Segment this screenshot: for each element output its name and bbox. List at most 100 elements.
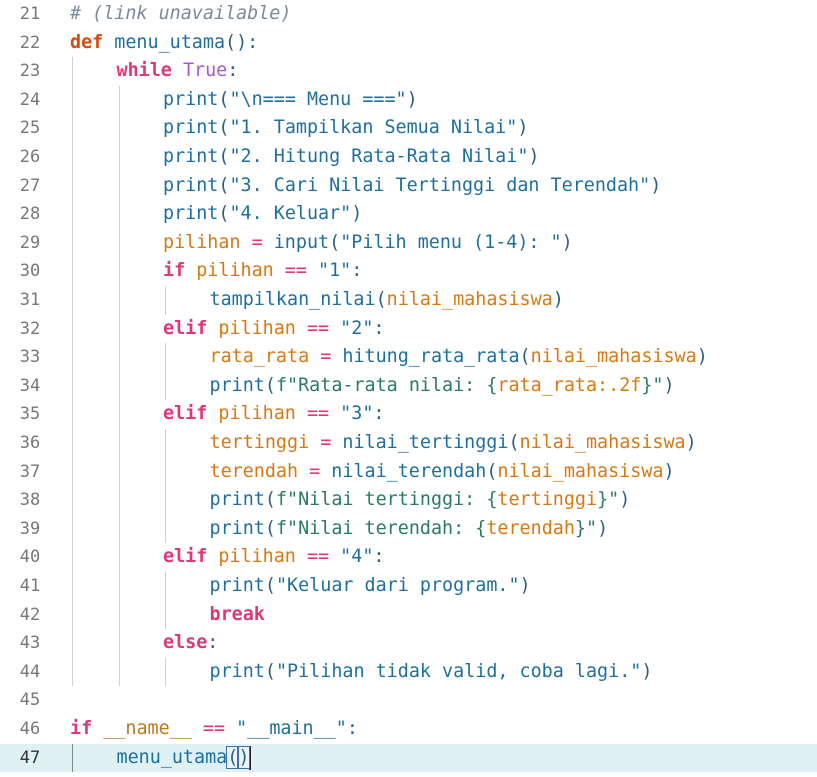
code-text: # (link unavailable) (70, 0, 291, 29)
code-token: print (163, 88, 219, 110)
indent-guide (72, 429, 73, 458)
line-number: 32 (19, 318, 41, 339)
indent-guide (118, 200, 120, 229)
code-text: print("2. Hitung Rata-Rata Nilai") (163, 143, 539, 172)
line-number: 23 (19, 61, 41, 82)
indent-guide (72, 486, 73, 515)
code-token: print (209, 489, 265, 511)
code-text: if pilihan == "1": (163, 257, 362, 286)
code-token: # (link unavailable) (70, 3, 292, 24)
code-token: tampilkan_nilai (209, 289, 376, 310)
code-token: ) (650, 174, 662, 196)
indent-guide (165, 371, 166, 401)
code-token: while (116, 60, 172, 82)
indent-guide (118, 143, 120, 172)
indent-guide (118, 543, 120, 572)
code-text: tampilkan_nilai(nilai_mahasiswa) (210, 286, 564, 315)
code-token: : (227, 60, 239, 82)
line-number: 29 (19, 232, 41, 253)
code-line[interactable]: 45 (0, 686, 817, 715)
code-token: elif (163, 403, 208, 425)
code-token: "3. Cari Nilai Tertinggi dan Terendah" (229, 174, 651, 196)
code-line[interactable]: 22 def menu_utama(): (0, 29, 817, 58)
indent-guide (72, 343, 73, 372)
indent-guide (118, 400, 120, 429)
code-token: print (209, 374, 265, 396)
code-token: ) (528, 146, 540, 167)
code-token: hitung_rata_rata (342, 346, 520, 368)
code-token: : (373, 403, 385, 425)
code-token: pilihan (207, 546, 296, 568)
code-token: print (209, 575, 265, 596)
indent-guide (118, 171, 120, 201)
code-token: : (207, 632, 219, 654)
code-line[interactable]: 29 pilihan = input("Pilih menu (1-4): ") (0, 229, 817, 258)
code-line[interactable]: 21# (link unavailable) (0, 0, 817, 29)
indent-guide (72, 314, 73, 344)
code-token: "__main__" (236, 718, 347, 739)
indent-guide (72, 514, 73, 544)
code-token: else (163, 632, 208, 654)
code-token: rata_rata:.2f (497, 374, 642, 396)
indent-guide (72, 85, 73, 115)
code-text: tertinggi = nilai_tertinggi(nilai_mahasi… (210, 429, 697, 458)
indent-guide (118, 457, 120, 487)
indent-guide (165, 657, 166, 687)
code-token: ( (486, 460, 498, 482)
code-token: print (163, 174, 219, 196)
indent-guide (118, 314, 120, 344)
code-text: terendah = nilai_terendah(nilai_mahasisw… (210, 458, 675, 487)
code-token: ) (696, 346, 708, 368)
code-text: def menu_utama(): (70, 29, 258, 58)
code-text: pilihan = input("Pilih menu (1-4): ") (163, 229, 573, 258)
line-number: 47 (19, 747, 41, 768)
line-number: 41 (19, 576, 41, 596)
code-token: { (475, 517, 487, 539)
indent-guide (118, 286, 120, 315)
indent-guide (72, 400, 73, 429)
code-token: print (209, 660, 265, 682)
code-token: == (295, 546, 341, 568)
code-text: elif pilihan == "3": (163, 400, 384, 429)
indent-guide (165, 457, 166, 487)
code-token: ( (218, 88, 230, 110)
line-number: 22 (19, 32, 41, 53)
code-text: else: (163, 629, 218, 658)
code-token: { (486, 489, 498, 511)
code-token: break (209, 603, 265, 625)
code-token: == (295, 403, 341, 425)
code-token: : (373, 546, 385, 568)
line-number: 46 (19, 719, 41, 739)
code-token: print (163, 117, 219, 139)
indent-guide (72, 600, 73, 630)
code-token: ( (264, 660, 276, 682)
code-token: "\n=== Menu ===" (229, 88, 407, 110)
indent-guide (72, 657, 73, 687)
indent-guide (118, 629, 120, 658)
code-token: nilai_mahasiswa (530, 346, 697, 368)
